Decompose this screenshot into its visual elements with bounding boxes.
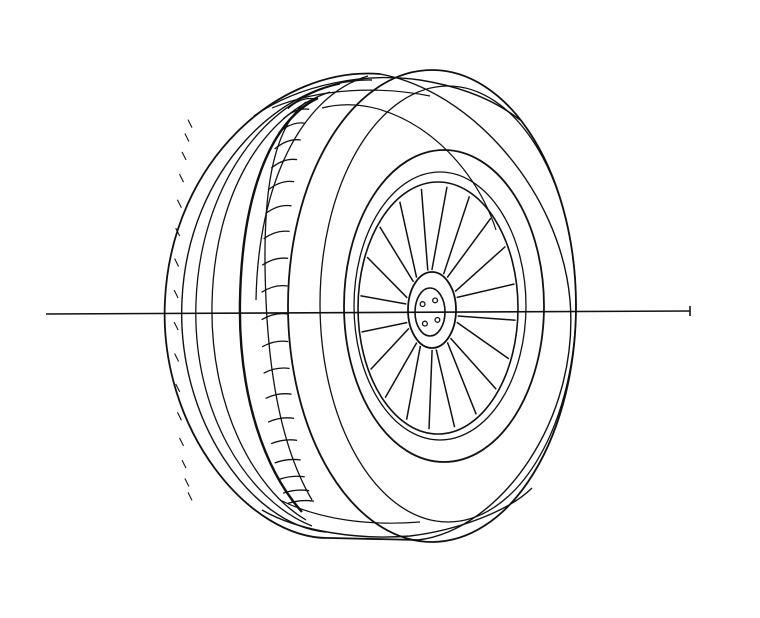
spoke (454, 245, 515, 299)
spoke (428, 349, 456, 430)
tread-groove (270, 439, 298, 445)
tread-groove (287, 97, 314, 110)
rim-barrel (357, 181, 519, 435)
tread-notch (175, 383, 181, 393)
lug-nut (434, 316, 441, 323)
tread-notch (184, 133, 190, 142)
tread-notch (181, 459, 187, 469)
tread-groove (263, 367, 290, 374)
tread-groove (282, 489, 310, 494)
tread-groove (265, 393, 292, 399)
lug-nut (421, 320, 428, 327)
tread-groove (267, 180, 295, 191)
tire-front-sidewall (287, 69, 577, 543)
spoke (361, 321, 410, 371)
spoke (379, 201, 418, 283)
tread-groove (278, 122, 305, 133)
tread-groove (265, 204, 292, 215)
tread-groove (261, 285, 288, 293)
tread-groove (278, 475, 305, 481)
tread-groove (287, 499, 314, 505)
wheel-spokes (360, 186, 516, 430)
lug-nuts (419, 297, 441, 327)
tread-notch (179, 437, 184, 447)
axis-line (45, 306, 691, 316)
tread-groove (261, 312, 288, 321)
tread-notch (181, 151, 187, 161)
wheel-hub (407, 271, 457, 349)
rim-inner-lip (353, 171, 527, 441)
lug-nut (432, 297, 439, 304)
spoke (456, 315, 516, 360)
tread-groove (282, 108, 310, 120)
tread-notch (187, 119, 193, 128)
tread-notch (176, 411, 182, 421)
tread-notch (176, 199, 182, 209)
tread-notch (173, 289, 179, 299)
sidewall-mid-ellipse (319, 85, 577, 523)
tread-notch (173, 321, 179, 331)
tread-notch (174, 353, 180, 362)
spoke (384, 342, 422, 420)
tread-groove (263, 230, 290, 240)
rim-lip (343, 149, 545, 463)
tread-notch (187, 492, 193, 501)
tread-notch (184, 478, 190, 487)
spoke (420, 186, 448, 271)
lug-nut (419, 301, 426, 308)
tread-notch (179, 173, 184, 183)
tread-groove (274, 458, 301, 464)
tread-notch (174, 258, 180, 267)
wheel-rim (343, 149, 545, 463)
tire-tread-body (163, 72, 533, 541)
tread-notch (175, 227, 181, 237)
tread-groove (267, 417, 295, 423)
spoke (446, 337, 497, 415)
tread-grooves (173, 97, 314, 505)
tread-groove (261, 340, 289, 348)
tread-groove (270, 158, 298, 169)
tread-groove (261, 257, 289, 266)
tread-groove (274, 139, 301, 150)
spoke (360, 256, 408, 305)
hub-cap (414, 287, 446, 337)
spoke (442, 196, 492, 278)
hub-outer (407, 271, 457, 349)
